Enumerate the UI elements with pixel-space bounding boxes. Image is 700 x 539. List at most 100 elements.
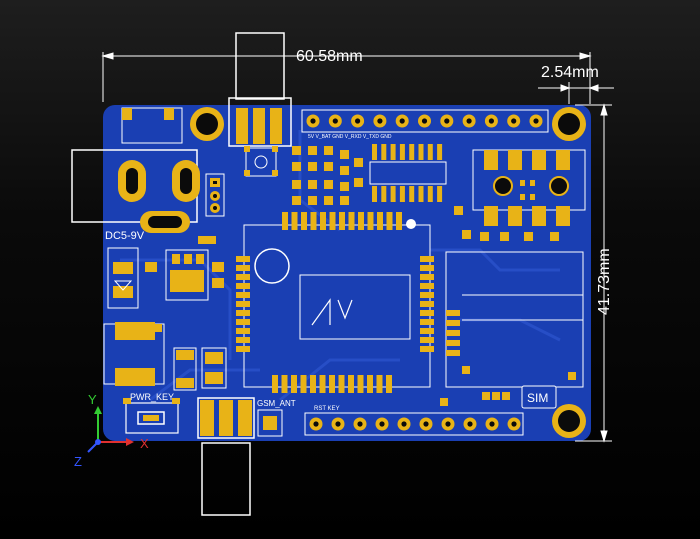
module-pad [420, 265, 434, 271]
top-sma-connector [228, 32, 292, 147]
module-pad [420, 337, 434, 343]
smd-pad [340, 182, 349, 191]
rst-key-label: RST KEY [314, 406, 340, 412]
smd-pad [500, 232, 509, 241]
sim-card-slot [445, 251, 584, 388]
sim-slot-pad [568, 372, 576, 380]
dc-input-label: DC5-9V [105, 230, 145, 242]
header-pin-hole [332, 118, 338, 124]
module-pad [357, 375, 364, 393]
sim-pad [484, 206, 498, 226]
module-pad [301, 212, 307, 230]
pcb-board [103, 105, 591, 441]
module-pad [236, 292, 250, 298]
sim-label-box [521, 385, 557, 409]
module-pad [377, 212, 383, 230]
module-pad [236, 265, 250, 271]
module-pad [291, 375, 297, 393]
header-pin-hole [533, 118, 539, 124]
smd-pad [324, 180, 333, 189]
module-pad [420, 274, 434, 280]
soic-pin [372, 186, 377, 202]
module-pad [376, 375, 383, 393]
smd-pad [340, 150, 349, 159]
sim-slot-pad [446, 350, 460, 356]
sim-slot-pad [446, 320, 460, 326]
sim-pad [556, 206, 570, 226]
top-header-pins [306, 114, 543, 128]
module-pad [420, 346, 434, 352]
module-pad [236, 301, 250, 307]
module-pad [291, 212, 298, 230]
header-pin-hole [313, 421, 319, 427]
module-pad [338, 375, 345, 393]
smd-passives-top [292, 146, 559, 241]
power-section [103, 236, 227, 391]
sim-slot-pad [446, 330, 460, 336]
header-pin-hole [399, 118, 405, 124]
mounting-holes [190, 107, 586, 438]
module-pad [272, 375, 278, 393]
header-pin-hole [511, 421, 517, 427]
module-pad [386, 375, 392, 393]
gsm-ant-pad [257, 409, 283, 437]
gsm-ant-label: GSM_ANT [257, 399, 296, 408]
sim-pad [530, 180, 535, 186]
soic-pin [418, 186, 424, 202]
module-pad [329, 375, 335, 393]
header-pin-hole [467, 421, 473, 427]
soic-pin [427, 186, 433, 202]
module-pad [329, 212, 336, 230]
module-pad [420, 292, 434, 298]
sim-pad [532, 150, 546, 170]
sim-pad [520, 194, 525, 200]
header-pin-hole [335, 421, 341, 427]
module-pad [236, 283, 250, 289]
sim-slot-pad [462, 366, 470, 374]
smd-pad [324, 196, 333, 205]
smd-pad [308, 196, 317, 205]
module-pad [300, 375, 307, 393]
module-pad [420, 310, 434, 316]
module-pad [420, 301, 434, 307]
module-pad [320, 212, 326, 230]
soic-pin [437, 144, 443, 160]
module-pad [310, 375, 316, 393]
sim-slot-pad [446, 310, 460, 316]
soic-chip-top [369, 161, 447, 185]
pitch-dimension-label: 2.54mm [541, 64, 599, 81]
axis-indicator [87, 406, 134, 453]
module-pad [236, 256, 250, 262]
bottom-header-pins [309, 417, 521, 431]
sim-label: SIM [527, 391, 548, 405]
soic-pin [399, 144, 405, 160]
sim-slot-pad [440, 398, 448, 406]
sim-slot-pad [502, 392, 510, 400]
sim-pad [532, 206, 546, 226]
header-pin-hole [489, 421, 495, 427]
smd-pad [340, 166, 349, 175]
x-axis-label: X [140, 436, 149, 451]
sim-slot-pads [440, 310, 576, 406]
sim-pads [484, 150, 570, 226]
module-pad [420, 319, 434, 325]
header-pin-hole [488, 118, 494, 124]
header-pin-labels: 5V V_BAT GND V_RXD V_TXD GND [308, 134, 392, 140]
width-dimension-label: 60.58mm [296, 48, 363, 65]
header-pin-hole [379, 421, 385, 427]
smd-pad [354, 158, 363, 167]
module-pad [420, 283, 434, 289]
smd-pad [292, 146, 301, 155]
header-pin-hole [445, 421, 451, 427]
module-pad [367, 212, 374, 230]
gsm-module-pads [236, 212, 434, 393]
soic-pin [381, 186, 387, 202]
soic-pin [437, 186, 443, 202]
z-axis-label: Z [74, 454, 82, 469]
sim-slot-pad [482, 392, 490, 400]
three-pin-header [205, 173, 225, 217]
soic-pin [390, 144, 396, 160]
header-pin-hole [421, 118, 428, 124]
sim-pad [508, 150, 522, 170]
